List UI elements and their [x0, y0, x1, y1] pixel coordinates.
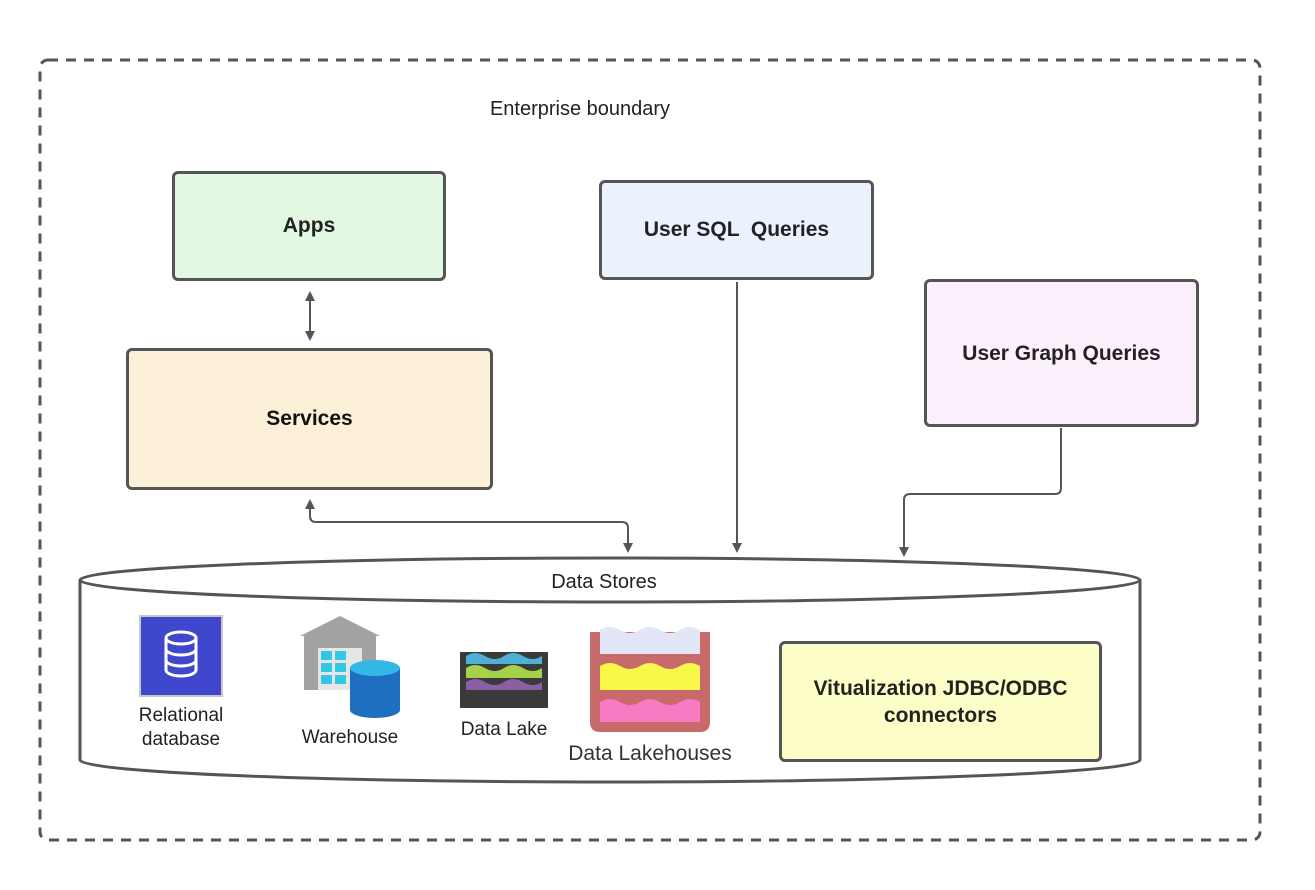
data-stores-title: Data Stores: [551, 571, 657, 593]
database-icon: [139, 615, 223, 697]
data-lakehouse-icon: [590, 627, 710, 732]
virtualization-connectors-label: Vitualization JDBC/ODBC connectors: [813, 676, 1068, 727]
warehouse-icon: [300, 616, 400, 718]
services-datastores-arrow: [305, 499, 633, 553]
enterprise-boundary-label: Enterprise boundary: [489, 98, 671, 120]
data-lake-icon: [460, 652, 548, 708]
user-graph-queries-box[interactable]: User Graph Queries: [924, 279, 1199, 427]
services-label: Services: [266, 407, 353, 430]
user-graph-queries-label: User Graph Queries: [962, 342, 1161, 365]
user-sql-queries-label: User SQL Queries: [643, 218, 830, 241]
enterprise-boundary: [38, 58, 1262, 842]
connectors: [305, 282, 1062, 557]
data-lake-label: Data Lake: [460, 719, 548, 740]
user-sql-queries-box[interactable]: User SQL Queries: [599, 180, 874, 280]
warehouse-label: Warehouse: [301, 727, 399, 748]
relational-database-label: Relational database: [138, 705, 224, 750]
graph-datastores-arrow: [899, 428, 1062, 557]
virtualization-connectors-box[interactable]: Vitualization JDBC/ODBC connectors: [779, 641, 1102, 762]
apps-box[interactable]: Apps: [172, 171, 446, 281]
services-box[interactable]: Services: [126, 348, 493, 490]
data-lakehouses-label: Data Lakehouses: [568, 742, 732, 765]
apps-label: Apps: [282, 214, 336, 237]
